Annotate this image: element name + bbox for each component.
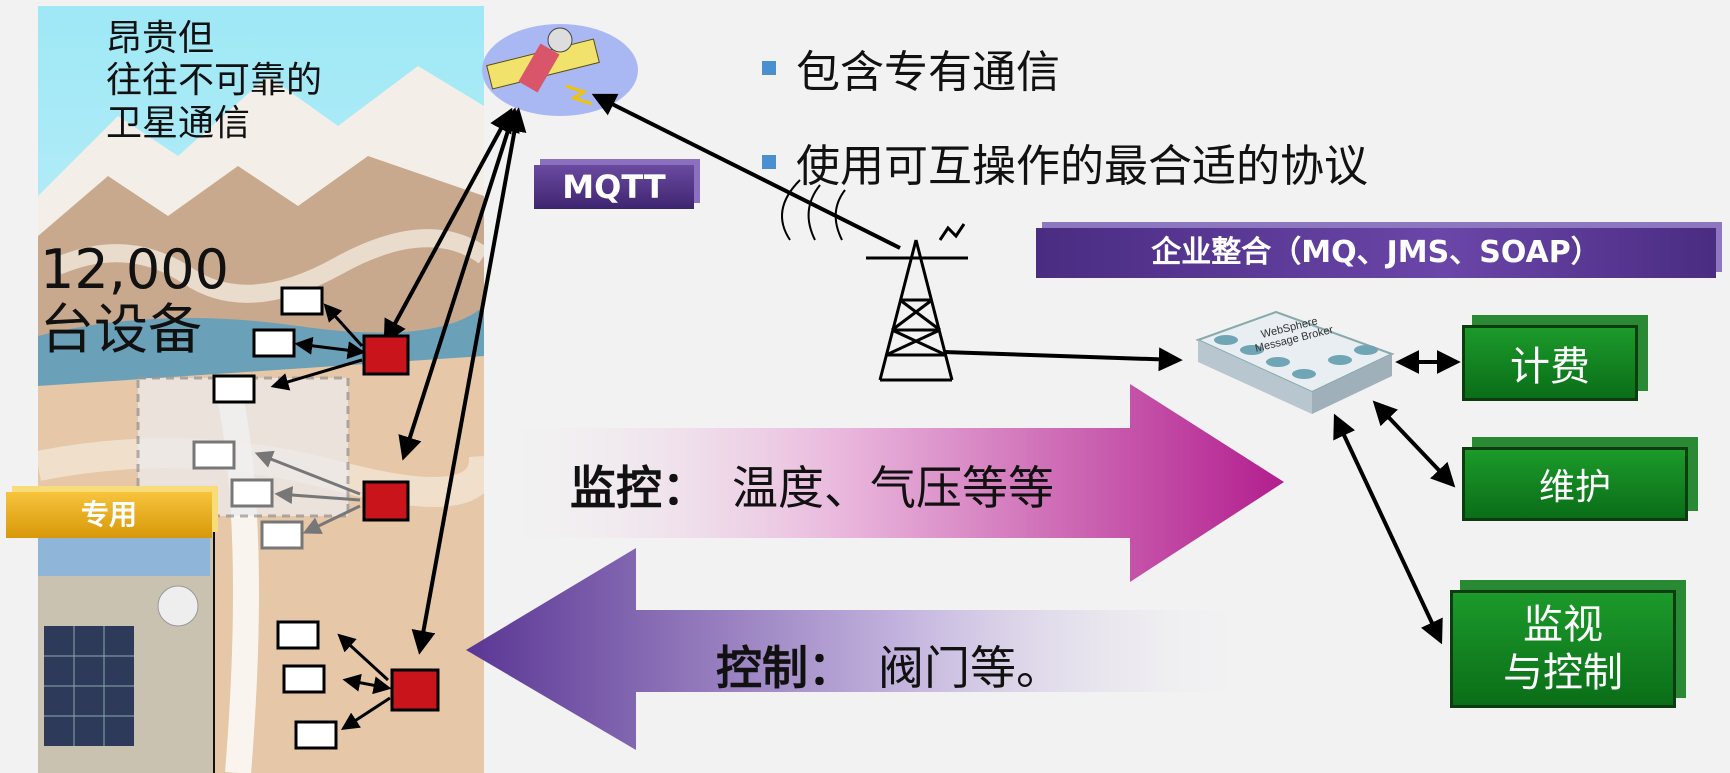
- control-title: 控制：: [716, 641, 854, 695]
- device-count: 12,000: [40, 238, 229, 301]
- device-cluster: [212, 286, 410, 404]
- device-cluster: [276, 620, 440, 750]
- bullet-text: 使用可互操作的最合适的协议: [796, 141, 1368, 192]
- bullet-item: 包含专有通信: [762, 36, 1368, 100]
- mqtt-label: MQTT: [534, 165, 694, 209]
- billing-box: 计费: [1462, 325, 1638, 401]
- maintenance-box: 维护: [1462, 447, 1688, 521]
- satellite-caption-line: 往往不可靠的: [106, 60, 323, 102]
- satellite-caption: 昂贵但 往往不可靠的 卫星通信: [106, 18, 322, 145]
- control-text: 阀门等。: [878, 641, 1062, 695]
- monitor-control-line: 与控制: [1503, 650, 1623, 696]
- control-arrow-label: 控制： 阀门等。: [716, 632, 1062, 698]
- control-arrow: [466, 548, 1262, 750]
- monitor-control-line: 监视: [1523, 602, 1603, 648]
- bullet-text: 包含专有通信: [796, 47, 1060, 98]
- broker-monitor-link: [1333, 413, 1443, 645]
- monitor-arrow-label: 监控： 温度、气压等等: [570, 452, 1054, 518]
- monitor-control-box: 监视与控制: [1450, 590, 1676, 708]
- bullet-item: 使用可互操作的最合适的协议: [762, 130, 1368, 194]
- message-broker-icon: WebSphere Message Broker: [1195, 310, 1395, 414]
- satellite-device-link: [398, 107, 520, 461]
- radio-tower-icon: [866, 223, 968, 382]
- device-label: 台设备: [40, 298, 202, 362]
- bullet-list: 包含专有通信 使用可互操作的最合适的协议: [762, 36, 1368, 224]
- satellite-caption-line: 昂贵但: [106, 18, 215, 59]
- monitor-text: 温度、气压等等: [732, 461, 1054, 515]
- broker-maintenance-link: [1372, 400, 1456, 488]
- satellite-tower-link: [591, 93, 901, 250]
- enterprise-integration-banner: 企业整合（MQ、JMS、SOAP）: [1036, 228, 1716, 278]
- satellite-icon: [482, 24, 638, 116]
- bullet-square-icon: [762, 155, 776, 169]
- monitor-arrow: [486, 384, 1284, 582]
- satellite-device-link: [383, 107, 513, 345]
- tower-broker-link: [943, 347, 1183, 372]
- radio-waves-icon: [781, 179, 846, 241]
- satellite-caption-line: 卫星通信: [106, 102, 251, 144]
- dedicated-label: 专用: [6, 492, 212, 538]
- device-cluster-dedicated: [192, 440, 410, 550]
- monitor-title: 监控：: [570, 461, 708, 515]
- device-count-caption: 12,000 台设备: [40, 238, 229, 362]
- satellite-device-link: [411, 107, 527, 655]
- bullet-square-icon: [762, 61, 776, 75]
